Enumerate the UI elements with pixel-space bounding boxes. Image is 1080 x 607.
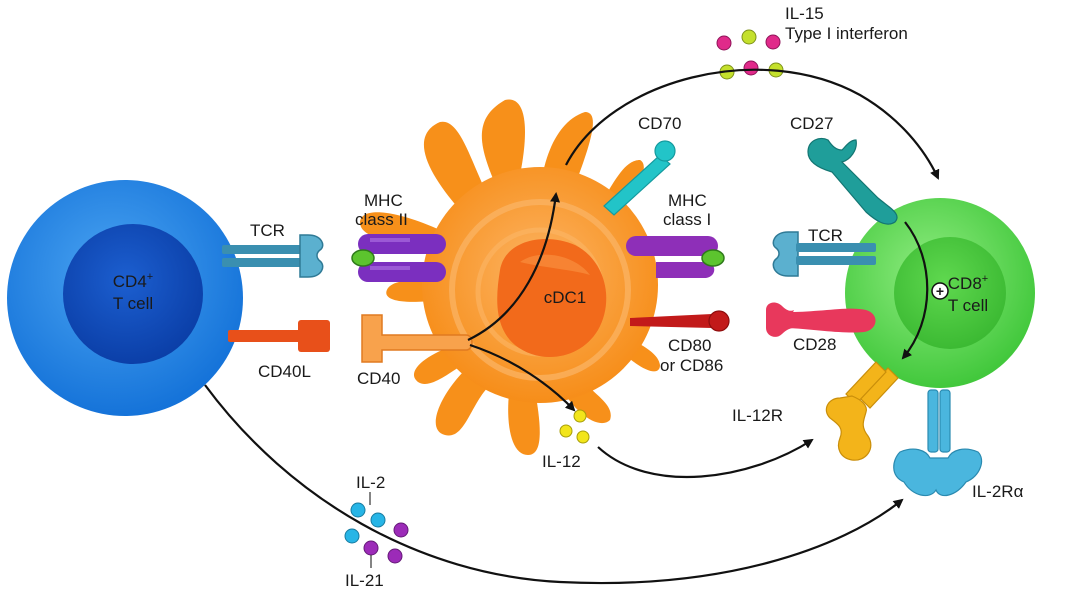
il-2-il-21-cytokines bbox=[344, 492, 409, 568]
cd70-label: CD70 bbox=[638, 114, 681, 133]
arrow-cd27-to-il12r bbox=[901, 221, 929, 360]
mhc-class-i-label-line2: class I bbox=[663, 210, 711, 229]
tcr-cd8-label: TCR bbox=[808, 226, 843, 245]
cd4-t-cell bbox=[7, 180, 243, 416]
cd4-cell-label: CD4+ bbox=[113, 271, 153, 291]
il-2ra-receptor bbox=[893, 389, 983, 497]
cd40-label: CD40 bbox=[357, 369, 400, 388]
mhc-class-ii-label-line2: class II bbox=[355, 210, 408, 229]
cd40l-ligand bbox=[228, 320, 330, 352]
type-1-interferon-label: Type I interferon bbox=[785, 24, 908, 43]
svg-text:+: + bbox=[936, 283, 944, 299]
cd27-label: CD27 bbox=[790, 114, 833, 133]
il-12r-label: IL-12R bbox=[732, 406, 783, 425]
tcr-cd4-label: TCR bbox=[250, 221, 285, 240]
arrow-il12-to-il12r bbox=[597, 438, 814, 479]
cdc1-label: cDC1 bbox=[544, 288, 587, 307]
il-12r-receptor bbox=[825, 361, 899, 461]
cd80-label-line1: CD80 bbox=[668, 336, 711, 355]
arrow-cd40-to-cd70 bbox=[467, 192, 560, 341]
il-12-label: IL-12 bbox=[542, 452, 581, 471]
cd8-cell-label: CD8+ bbox=[948, 273, 988, 293]
signal-arrows bbox=[204, 68, 940, 585]
cd4-cell-label-line2: T cell bbox=[113, 294, 153, 313]
il-21-label: IL-21 bbox=[345, 571, 384, 590]
cd70-ligand bbox=[603, 140, 676, 216]
il-15-label: IL-15 bbox=[785, 4, 824, 23]
cd40l-label: CD40L bbox=[258, 362, 311, 381]
tcr-cd4-receptor bbox=[222, 234, 324, 278]
tcr-cd8-receptor bbox=[772, 231, 876, 277]
cd28-label: CD28 bbox=[793, 335, 836, 354]
mhc-class-i-label-line1: MHC bbox=[668, 191, 707, 210]
arrow-dc-to-cd8-top bbox=[565, 68, 940, 180]
cd27-receptor bbox=[807, 137, 898, 225]
cdc1-dendritic-cell bbox=[360, 99, 660, 455]
cd28-receptor bbox=[766, 302, 876, 337]
plus-icon: + bbox=[931, 282, 949, 300]
cd40-receptor bbox=[361, 314, 473, 363]
il-2-label: IL-2 bbox=[356, 473, 385, 492]
cd80-cd86-ligand bbox=[630, 310, 730, 332]
mhc-class-i-complex bbox=[626, 236, 725, 278]
cd80-label-line2: or CD86 bbox=[660, 356, 723, 375]
mhc-class-ii-label-line1: MHC bbox=[364, 191, 403, 210]
mhc-class-ii-complex bbox=[351, 234, 446, 282]
il-2ra-label: IL-2Rα bbox=[972, 482, 1024, 501]
il-12-cytokines bbox=[559, 409, 590, 444]
cd8-cell-label-line2: T cell bbox=[948, 296, 988, 315]
arrow-dc-to-il12 bbox=[469, 343, 576, 412]
arrow-cd4-to-il2ra bbox=[204, 384, 904, 585]
